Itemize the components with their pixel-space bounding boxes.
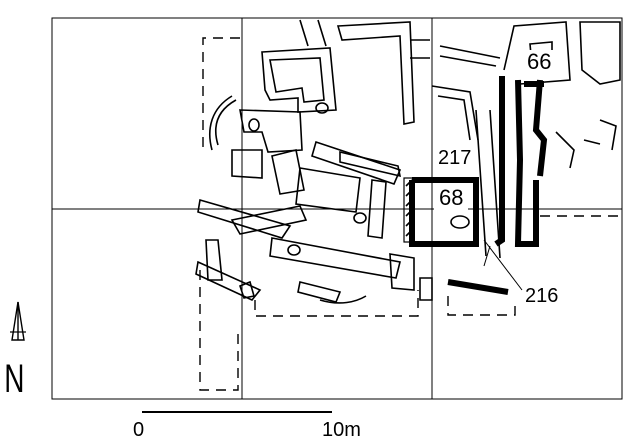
wall-n-s-long	[475, 109, 501, 259]
scale-end: 10m	[322, 419, 361, 441]
wall-216-south	[447, 279, 509, 295]
vessel-4	[287, 244, 301, 256]
north-arrow: N	[4, 301, 26, 401]
wall-mid-e	[367, 179, 387, 239]
room-mid-b	[231, 149, 263, 179]
room-south-f	[389, 253, 415, 291]
room-north-a-inner	[269, 57, 325, 103]
curved-wall-inner	[214, 99, 237, 146]
curved-wall-south	[319, 295, 367, 304]
dashed-wall-sw	[199, 270, 239, 391]
wall-south-d	[239, 280, 256, 299]
label-68-bg	[434, 186, 468, 210]
dashed-wall-se	[447, 296, 516, 316]
wall-216-a	[494, 76, 505, 247]
room-north-a	[261, 47, 337, 113]
wall-south-c	[195, 260, 262, 301]
curved-wall	[209, 95, 233, 151]
vessel-3	[353, 212, 367, 224]
label-66-bg	[522, 50, 556, 74]
dashed-wall-nw	[202, 37, 240, 148]
room-mid-a	[239, 109, 303, 153]
vessel-1	[248, 118, 260, 132]
wall-east-b	[555, 131, 575, 169]
wall-north-e	[431, 85, 479, 141]
label-room-68: 68	[439, 185, 463, 210]
room-mid-d	[295, 167, 361, 213]
highlighted-walls	[409, 76, 548, 295]
scale-start: 0	[133, 419, 144, 441]
reconstructed-walls	[199, 37, 618, 391]
wall-216-c	[532, 79, 548, 177]
label-room-216: 216	[525, 285, 558, 307]
dashed-wall-s	[254, 290, 419, 317]
leader-216-b	[483, 245, 491, 267]
excavated-walls	[195, 19, 621, 304]
vessel-5	[450, 215, 470, 229]
wall-south-b	[205, 239, 223, 281]
wall-north-c	[410, 39, 430, 59]
wall-north-d	[439, 45, 501, 67]
wall-oblique-a	[311, 140, 402, 185]
scale-bar: 0 10m	[133, 411, 361, 441]
wall-long-a	[197, 198, 292, 239]
north-letter: N	[4, 357, 24, 401]
wall-oblique-b	[339, 150, 402, 178]
wall-south-g	[419, 277, 433, 301]
label-room-217: 217	[438, 147, 471, 169]
wall-216-b	[514, 79, 539, 247]
room-mid-c	[271, 149, 305, 195]
wall-north-stub	[299, 19, 327, 47]
room-ne	[579, 21, 621, 85]
room-68-walls	[409, 177, 479, 247]
wall-long-b	[230, 205, 308, 235]
label-room-66: 66	[527, 49, 551, 74]
room-south-a	[269, 237, 401, 279]
vessel-2	[315, 102, 329, 114]
leader-216	[483, 239, 523, 291]
wall-east-a	[583, 119, 617, 151]
wall-south-e	[297, 281, 342, 303]
room-66-outline	[503, 21, 571, 85]
wall-north-b	[336, 21, 415, 125]
